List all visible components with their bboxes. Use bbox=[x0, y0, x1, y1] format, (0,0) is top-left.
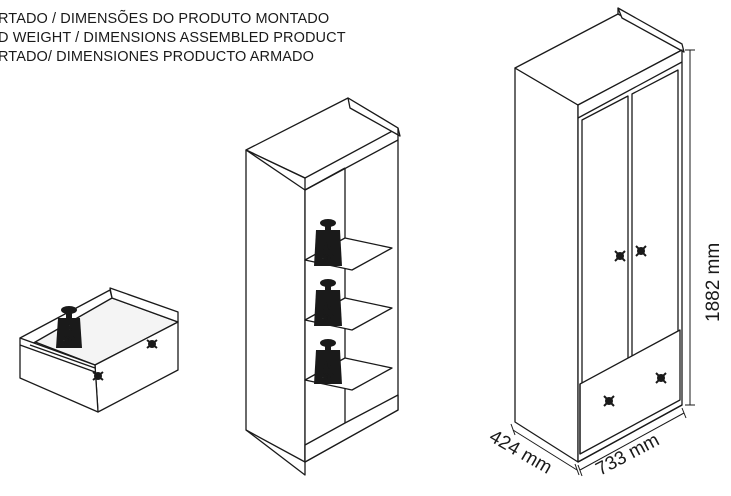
height-dimension-line bbox=[685, 49, 695, 406]
weight-icon-shelf-1: 10 KG bbox=[314, 219, 342, 266]
drawer-weight-unit: KG bbox=[63, 335, 76, 345]
weight-icon-drawer: 4 KG bbox=[56, 306, 82, 348]
weight-icon-shelf-3: 10 KG bbox=[314, 339, 342, 384]
shelf-1-weight-unit: KG bbox=[322, 253, 335, 263]
height-dimension-label: 1882 mm bbox=[703, 243, 724, 322]
open-shelf-unit-illustration bbox=[245, 97, 401, 476]
closed-wardrobe-illustration bbox=[514, 7, 685, 463]
shelf-3-weight-value: 10 bbox=[323, 360, 333, 370]
weight-icon-shelf-2: 10 KG bbox=[314, 279, 342, 326]
drawer-knob-icon bbox=[92, 371, 104, 381]
open-drawer-illustration bbox=[19, 287, 179, 413]
header-text-block: RTADO / DIMENSÕES DO PRODUTO MONTADO D W… bbox=[0, 10, 346, 67]
shelf-2-weight-unit: KG bbox=[322, 313, 335, 323]
shelf-3-weight-unit: KG bbox=[322, 372, 335, 382]
header-line-es: RTADO/ DIMENSIONES PRODUCTO ARMADO bbox=[0, 49, 314, 65]
drawer-knob-icon bbox=[146, 339, 158, 349]
door-knob-icon bbox=[614, 250, 626, 262]
shelf-2-weight-value: 10 bbox=[323, 301, 333, 311]
drawer-knob-icon bbox=[603, 395, 615, 407]
width-dimension-line bbox=[577, 407, 687, 477]
door-knob-icon bbox=[635, 245, 647, 257]
drawer-knob-icon bbox=[655, 372, 667, 384]
shelf-1-weight-value: 10 bbox=[323, 241, 333, 251]
depth-dimension-line bbox=[510, 423, 580, 476]
header-line-en: D WEIGHT / DIMENSIONS ASSEMBLED PRODUCT bbox=[0, 30, 346, 46]
drawer-weight-value: 4 bbox=[67, 323, 72, 333]
header-line-pt: RTADO / DIMENSÕES DO PRODUTO MONTADO bbox=[0, 11, 330, 27]
